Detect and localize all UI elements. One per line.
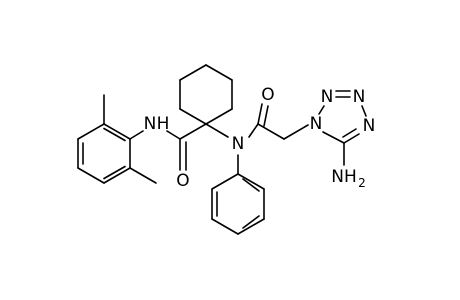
atom-label-tetrazole-n2: N [321, 87, 334, 107]
atom-label-tetrazole-n1: N [310, 114, 323, 134]
cyclohexane-ring [179, 64, 233, 125]
atom-label-amine-subscript: 2 [358, 176, 366, 190]
atom-label-tetrazole-n4: N [363, 116, 376, 136]
atom-label-tertiary-n: N [232, 134, 245, 154]
atom-label-amide-h: H [157, 114, 170, 134]
tetrazole-ring [318, 90, 367, 144]
dimethylphenyl-ring [77, 123, 131, 184]
atom-label-carbonyl-o-right: O [261, 85, 274, 105]
atom-label-amine: NH [331, 167, 357, 187]
atom-label-carbonyl-o-left: O [176, 171, 189, 191]
methyl-bottom [129, 167, 157, 184]
atom-label-amide-n: N [144, 114, 157, 134]
atom-label-tetrazole-n3: N [353, 87, 366, 107]
n-phenyl-ring [211, 173, 265, 235]
